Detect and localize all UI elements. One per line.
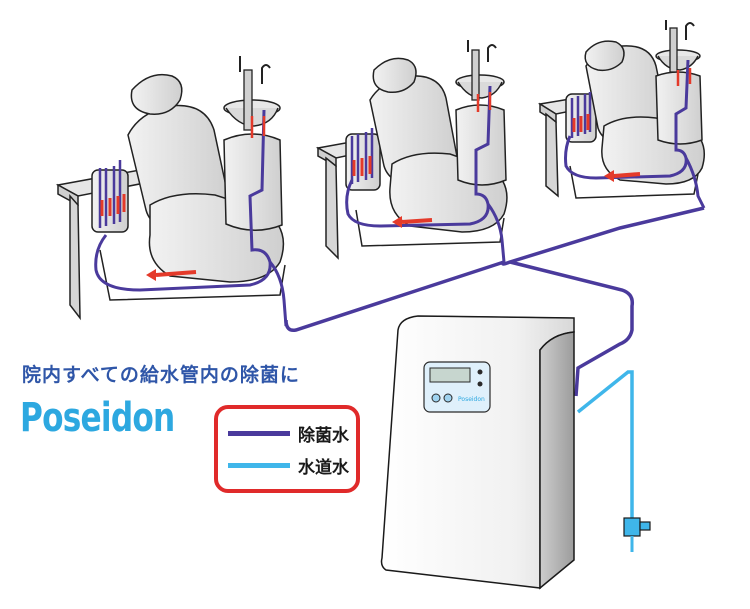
- dental-chair-icon: [55, 56, 286, 321]
- water-pipe-sterilized: [564, 59, 706, 209]
- water-pipe-sterilized: [345, 85, 506, 263]
- flow-arrows: [100, 116, 266, 281]
- headline-text: 院内すべての給水管内の除菌に: [22, 364, 300, 386]
- flow-arrows: [352, 92, 492, 228]
- legend: 除菌水 水道水: [214, 405, 360, 493]
- water-pipe-sterilized: [94, 109, 288, 327]
- legend-swatch-tap: [228, 463, 290, 468]
- legend-item-tap: 水道水: [228, 453, 349, 478]
- legend-swatch-sterilized: [228, 431, 290, 436]
- dental-chair-icon: [315, 40, 508, 260]
- faucet-icon: [623, 517, 651, 552]
- brand-logo: Poseidon: [20, 395, 175, 441]
- water-pipe-sterilized: [284, 206, 705, 397]
- legend-label-tap: 水道水: [298, 458, 349, 478]
- legend-item-sterilized: 除菌水: [228, 421, 349, 446]
- svg-text:Poseidon: Poseidon: [458, 396, 485, 403]
- legend-label-sterilized: 除菌水: [298, 426, 349, 446]
- control-panel-icon: Poseidon: [423, 361, 491, 413]
- water-pipe-tap: [576, 370, 634, 520]
- flow-arrows: [572, 68, 692, 182]
- water-unit-icon: Poseidon: [380, 315, 575, 590]
